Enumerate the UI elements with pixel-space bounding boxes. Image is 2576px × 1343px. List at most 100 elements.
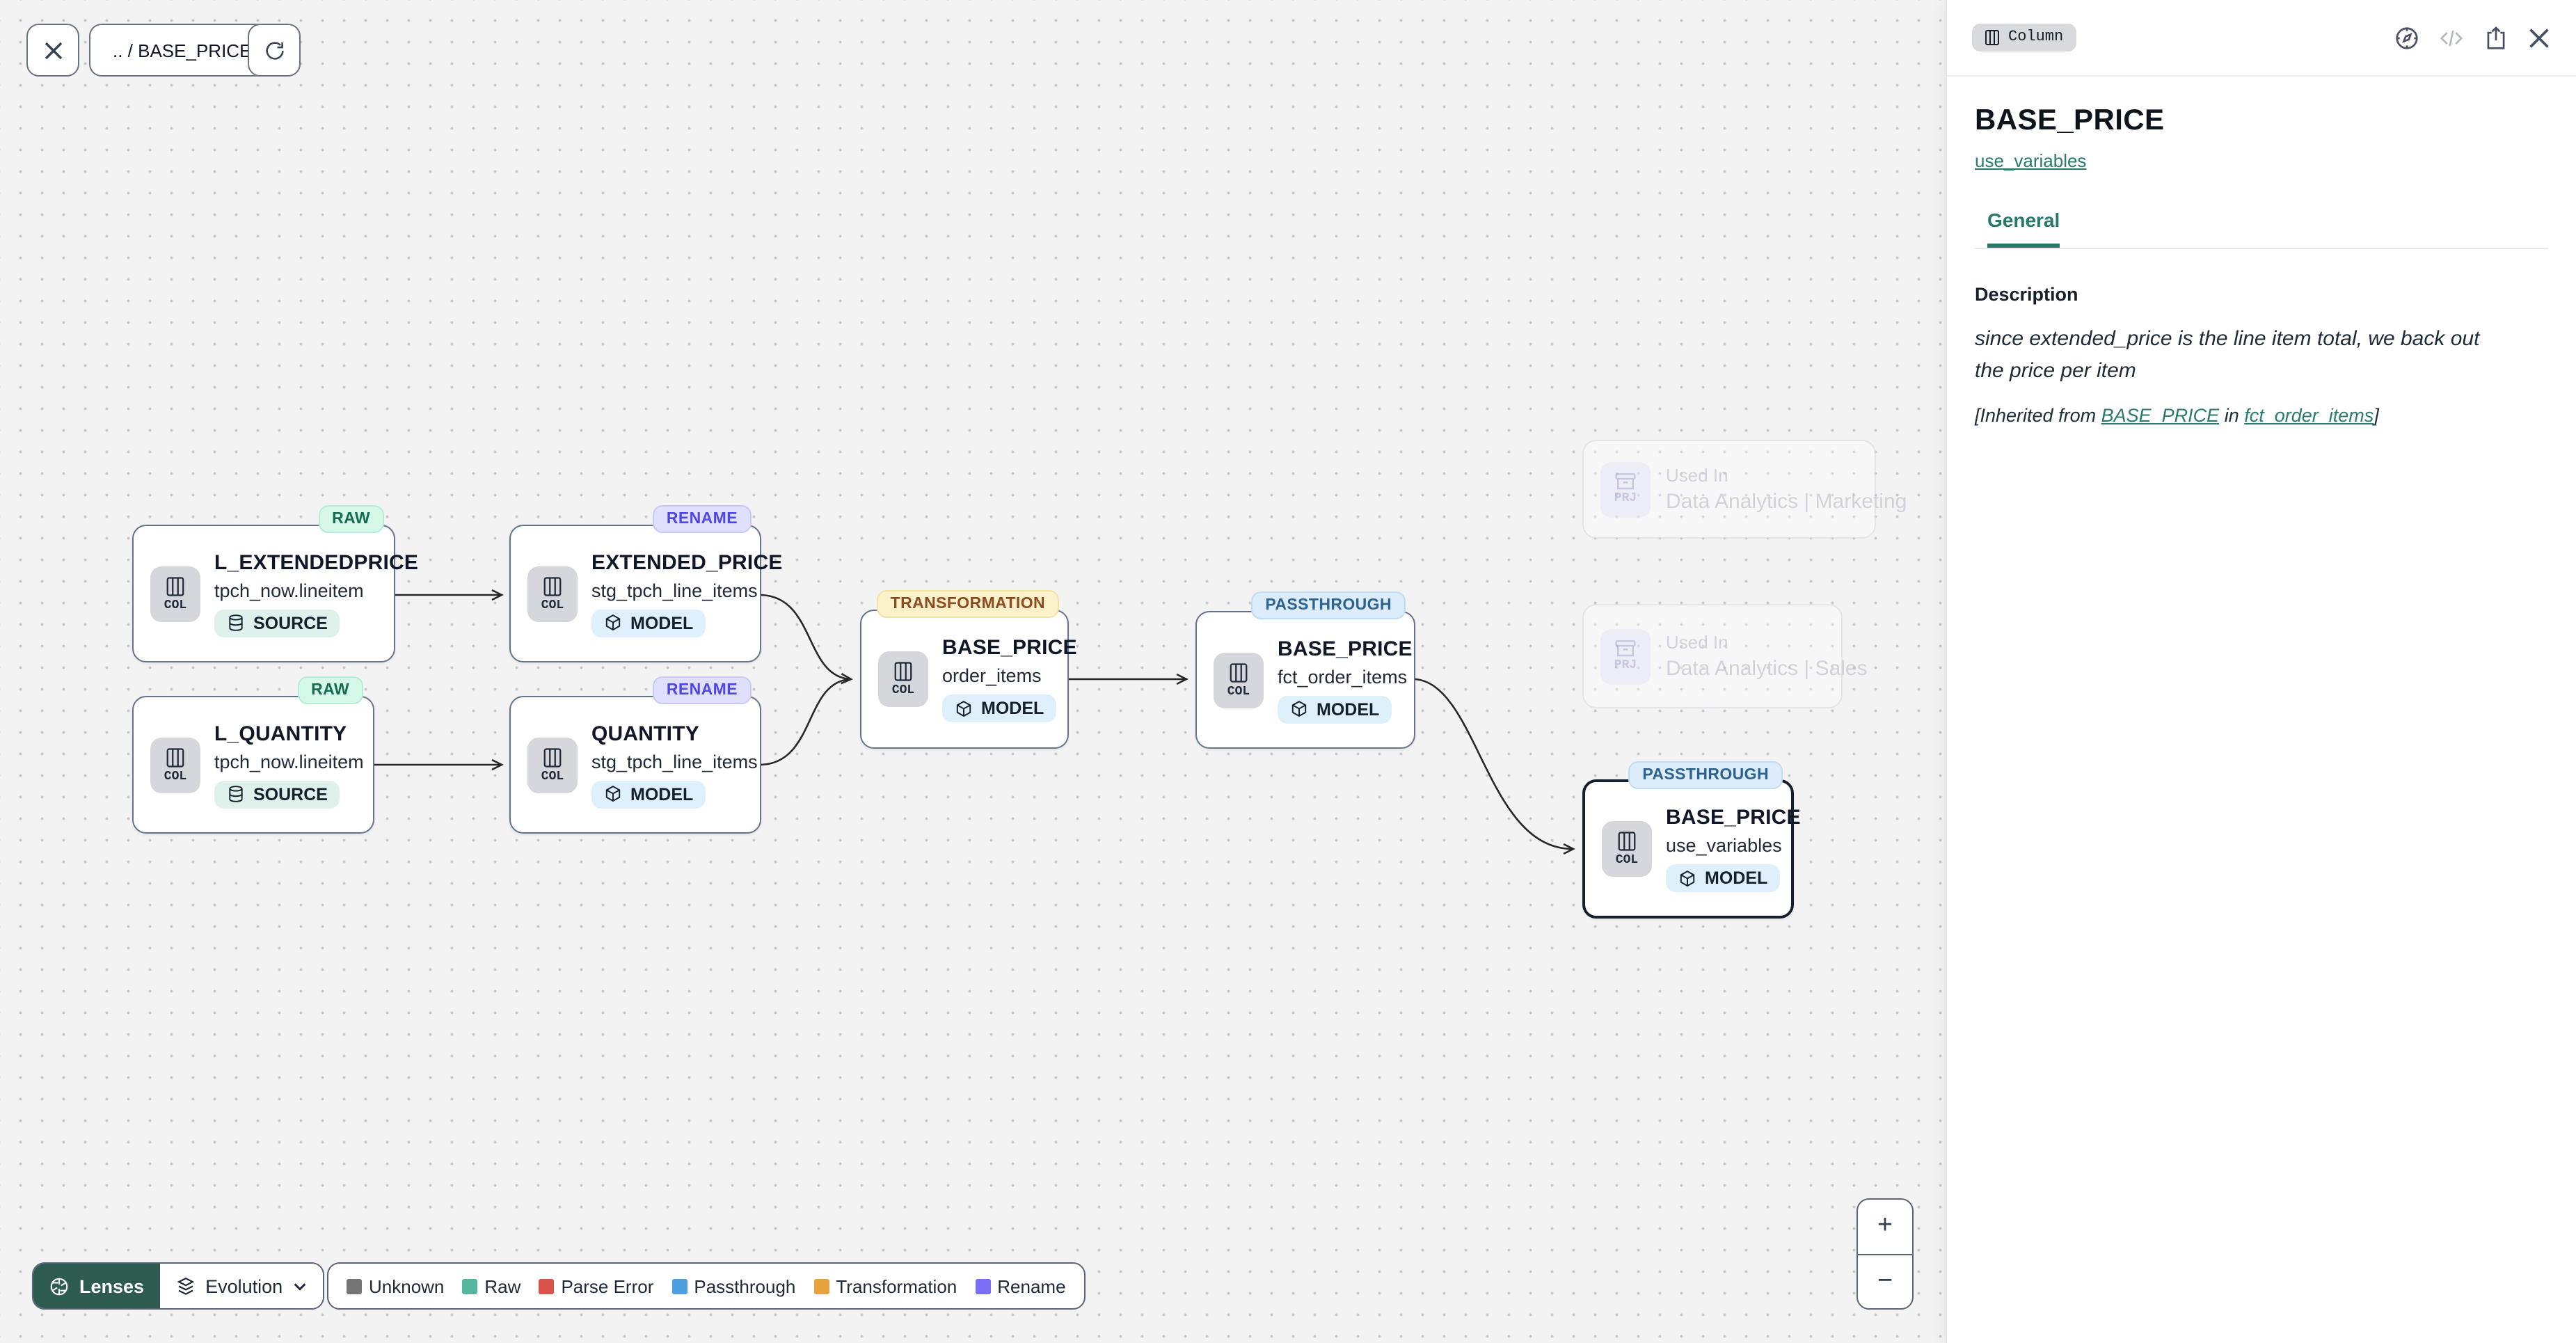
inherited-model-link[interactable]: fct_order_items [2244, 404, 2374, 425]
detail-panel: Column BASE_PRICE use_variables General … [1946, 0, 2576, 1343]
node-title: L_QUANTITY [214, 722, 347, 745]
cube-icon [1291, 701, 1307, 717]
used-in-name: Data Analytics | Marketing [1666, 490, 1907, 514]
node-base-price-use-variables[interactable]: PASSTHROUGH COL BASE_PRICE use_variables… [1582, 761, 1801, 919]
lens-mode-dropdown[interactable]: Evolution [159, 1264, 324, 1308]
inherited-column-link[interactable]: BASE_PRICE [2101, 404, 2220, 425]
model-badge: MODEL [591, 780, 706, 808]
archive-icon [1615, 640, 1636, 657]
model-badge: MODEL [1278, 695, 1392, 723]
node-title: QUANTITY [591, 722, 699, 745]
zoom-controls: + − [1857, 1198, 1914, 1310]
node-title: BASE_PRICE [1666, 806, 1801, 829]
close-panel-icon[interactable] [2527, 26, 2551, 49]
tile-label: PRJ [1614, 658, 1637, 672]
kind-label: SOURCE [253, 784, 328, 804]
node-subtitle: tpch_now.lineitem [214, 751, 364, 772]
node-l-extendedprice[interactable]: RAW COL L_EXTENDEDPRICE tpch_now.lineite… [132, 505, 418, 662]
archive-icon [1615, 473, 1636, 490]
node-quantity[interactable]: RENAME COL QUANTITY stg_tpch_line_items … [509, 676, 761, 834]
legend-item: Passthrough [671, 1276, 795, 1296]
kind-label: MODEL [1705, 868, 1768, 888]
column-tile: COL [150, 737, 200, 793]
code-icon [2440, 29, 2463, 46]
columns-icon [543, 747, 562, 767]
share-icon[interactable] [2483, 24, 2509, 51]
legend-swatch [813, 1278, 829, 1294]
column-tile: COL [527, 737, 578, 793]
column-tile: COL [150, 566, 200, 621]
node-title: BASE_PRICE [1278, 637, 1413, 660]
legend-swatch [975, 1278, 991, 1294]
panel-header: Column [1947, 0, 2576, 77]
lineage-kind-badge: RAW [297, 676, 363, 704]
node-subtitle: stg_tpch_line_items [591, 580, 758, 601]
node-subtitle: order_items [942, 665, 1042, 686]
kind-label: MODEL [630, 784, 694, 804]
refresh-button[interactable] [248, 24, 301, 77]
columns-icon [166, 576, 184, 596]
model-link[interactable]: use_variables [1975, 150, 2087, 171]
node-title: EXTENDED_PRICE [591, 550, 783, 574]
lenses-button[interactable]: Lenses [33, 1264, 160, 1308]
columns-icon [894, 662, 912, 681]
legend-swatch [671, 1278, 687, 1294]
chevron-down-icon [294, 1282, 306, 1290]
legend-item: Unknown [347, 1276, 444, 1296]
description-heading: Description [1975, 284, 2078, 305]
legend-item: Rename [975, 1276, 1066, 1296]
legend-item: Transformation [813, 1276, 957, 1296]
column-tile: COL [1214, 652, 1264, 708]
source-badge: SOURCE [214, 609, 340, 637]
node-base-price-fct-order-items[interactable]: PASSTHROUGH COL BASE_PRICE fct_order_ite… [1195, 591, 1415, 749]
column-tile: COL [1602, 821, 1652, 877]
node-subtitle: tpch_now.lineitem [214, 580, 364, 601]
lineage-kind-badge: TRANSFORMATION [876, 590, 1059, 618]
tab-general[interactable]: General [1987, 209, 2060, 248]
tile-label: COL [1615, 853, 1639, 867]
used-in-name: Data Analytics | Sales [1666, 657, 1868, 681]
node-title: BASE_PRICE [942, 636, 1077, 660]
inherited-note: [Inherited from BASE_PRICE in fct_order_… [1975, 404, 2379, 425]
kind-label: MODEL [981, 699, 1044, 718]
node-base-price-order-items[interactable]: TRANSFORMATION COL BASE_PRICE order_item… [860, 590, 1077, 749]
kind-label: SOURCE [253, 613, 328, 633]
used-in-label: Used In [1666, 632, 1728, 653]
used-in-label: Used In [1666, 465, 1728, 486]
lens-mode-label: Evolution [205, 1276, 283, 1296]
compass-icon[interactable] [2394, 24, 2420, 51]
cube-icon [956, 700, 971, 717]
tile-label: PRJ [1614, 491, 1637, 505]
tile-label: COL [1227, 684, 1250, 698]
lineage-kind-badge: RAW [318, 505, 384, 533]
zoom-in-button[interactable]: + [1877, 1211, 1893, 1241]
legend-item: Parse Error [539, 1276, 653, 1296]
panel-title: BASE_PRICE [1975, 104, 2165, 136]
tile-label: COL [541, 598, 564, 612]
kind-label: MODEL [1317, 699, 1380, 719]
legend-swatch [347, 1278, 362, 1294]
column-tile: COL [878, 651, 928, 707]
breadcrumb-label: .. / BASE_PRICE [113, 40, 252, 61]
close-lineage-button[interactable] [26, 24, 79, 77]
source-badge: SOURCE [214, 780, 340, 808]
used-in-node-marketing[interactable]: PRJ Used In Data Analytics | Marketing [1582, 440, 1907, 539]
legend-item: Raw [462, 1276, 520, 1296]
tile-label: COL [164, 769, 187, 783]
entity-type-label: Column [2008, 29, 2064, 46]
column-tile: COL [527, 566, 578, 621]
node-subtitle: stg_tpch_line_items [591, 751, 758, 772]
project-tile: PRJ [1600, 628, 1651, 684]
node-extended-price[interactable]: RENAME COL EXTENDED_PRICE stg_tpch_line_… [509, 505, 783, 662]
description-text: since extended_price is the line item to… [1975, 327, 2480, 383]
lineage-kind-badge: RENAME [652, 505, 752, 533]
used-in-node-sales[interactable]: PRJ Used In Data Analytics | Sales [1582, 604, 1868, 708]
zoom-out-button[interactable]: − [1858, 1253, 1912, 1308]
node-subtitle: use_variables [1666, 835, 1782, 856]
cube-icon [605, 614, 621, 631]
node-l-quantity[interactable]: RAW COL L_QUANTITY tpch_now.lineitem SOU… [132, 676, 374, 834]
node-subtitle: fct_order_items [1278, 666, 1408, 687]
legend-swatch [539, 1278, 555, 1294]
columns-icon [166, 747, 184, 767]
legend-swatch [462, 1278, 478, 1294]
